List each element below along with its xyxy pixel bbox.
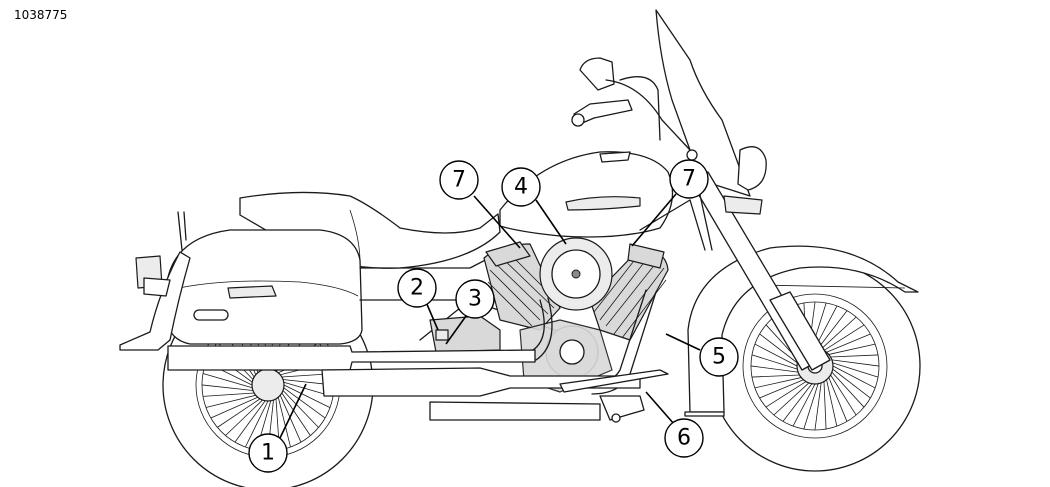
wheel-spoke — [751, 354, 798, 370]
wheel-spoke — [828, 377, 848, 422]
wheel-spoke — [283, 384, 331, 408]
wheel-spoke — [823, 381, 827, 430]
callout-6-label: 6 — [677, 426, 691, 451]
exhaust — [167, 289, 657, 397]
wheel-spoke — [234, 400, 266, 443]
callout-4-label: 4 — [514, 175, 528, 200]
wheel-spoke — [765, 381, 807, 408]
callout-3: 3 — [455, 279, 495, 319]
wheel-spoke — [830, 354, 879, 358]
callout-5: 5 — [699, 337, 739, 377]
callout-5-label: 5 — [712, 345, 726, 370]
wheel-spoke — [832, 365, 876, 389]
wheel-spoke — [282, 390, 319, 428]
wheel-spoke — [831, 359, 880, 367]
wheel-spoke — [817, 310, 848, 349]
wheel-spoke — [245, 400, 269, 448]
wheel-spoke — [820, 316, 857, 350]
wheel-spoke — [832, 368, 871, 399]
wheel-spoke — [831, 371, 865, 408]
wheel-spoke — [279, 395, 302, 443]
callout-2-label: 2 — [410, 276, 424, 301]
callout-1: 1 — [248, 433, 288, 473]
wheel-spoke — [277, 397, 291, 448]
callout-1-label: 1 — [261, 441, 275, 466]
wheel-spoke — [754, 377, 802, 389]
wheel-spoke — [759, 379, 804, 399]
wheel-spoke — [830, 374, 857, 416]
wheel-spoke — [826, 333, 871, 353]
wheel-spoke — [792, 383, 816, 427]
callout-7-left: 7 — [439, 160, 479, 200]
leader-lines — [279, 193, 701, 439]
handlebars — [571, 57, 698, 161]
wheel-spoke — [759, 333, 798, 364]
wheel-spoke — [828, 343, 876, 355]
wheel-spoke — [823, 324, 865, 351]
wheel-spoke — [205, 394, 256, 408]
wheel-spoke — [283, 387, 326, 419]
engine — [429, 237, 669, 393]
wheel-spoke — [202, 373, 253, 389]
wheel-spoke — [814, 382, 822, 431]
wheel-spoke — [803, 383, 819, 430]
fuel-tank — [499, 151, 674, 238]
wheel-spoke — [832, 362, 879, 378]
wheel-spoke — [225, 399, 263, 436]
callout-7-right-label: 7 — [682, 167, 696, 192]
callout-6: 6 — [664, 418, 704, 458]
callout-7-left-label: 7 — [452, 168, 466, 193]
wheel-spoke — [826, 379, 838, 427]
wheel-spoke — [782, 383, 813, 422]
callout-4: 4 — [501, 167, 541, 207]
wheel-spoke — [217, 398, 261, 428]
wheel-spoke — [750, 365, 799, 373]
wheel-spoke — [754, 343, 798, 367]
wheel-spoke — [751, 374, 800, 378]
wheel-spoke — [210, 396, 258, 419]
callout-7-right: 7 — [669, 159, 709, 199]
callout-2: 2 — [397, 268, 437, 308]
wheel-spoke — [773, 382, 810, 416]
saddlebag — [165, 229, 363, 345]
figure-id: 1038775 — [14, 8, 68, 22]
wheel-spoke — [281, 392, 311, 436]
callout-3-label: 3 — [468, 287, 482, 312]
wheel-spoke — [202, 392, 255, 397]
wheel-spoke — [201, 384, 254, 391]
